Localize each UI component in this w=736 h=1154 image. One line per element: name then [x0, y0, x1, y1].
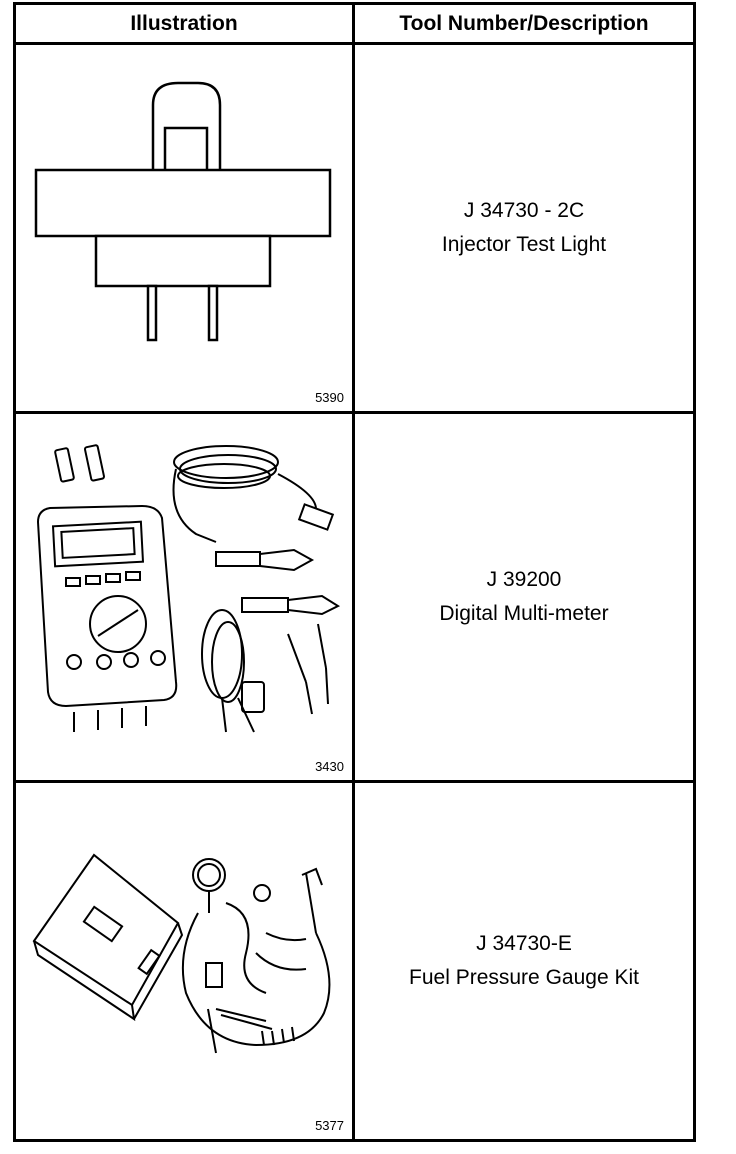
- figure-number: 3430: [315, 759, 344, 774]
- tool-number: J 34730 - 2C: [463, 199, 585, 222]
- table-row: 5390 J 34730 - 2C Injector Test Light: [16, 45, 693, 414]
- table-row: 5377 J 34730-E Fuel Pressure Gauge Kit: [16, 783, 693, 1139]
- tool-description-cell: J 39200 Digital Multi-meter: [355, 414, 693, 780]
- fuel-pressure-gauge-kit-illustration: 5377: [16, 783, 352, 1139]
- tool-description-cell: J 34730-E Fuel Pressure Gauge Kit: [355, 783, 693, 1139]
- tool-number: J 34730-E: [476, 932, 572, 955]
- figure-number: 5390: [315, 390, 344, 405]
- tool-number: J 39200: [486, 568, 562, 591]
- figure-number: 5377: [315, 1118, 344, 1133]
- column-divider: [352, 5, 355, 1139]
- table-row: 3430 J 39200 Digital Multi-meter: [16, 414, 693, 783]
- tool-table: Illustration Tool Number/Description 539…: [13, 2, 696, 1142]
- digital-multimeter-illustration: 3430: [16, 414, 352, 780]
- tool-description: Digital Multi-meter: [439, 602, 609, 625]
- illustration-header: Illustration: [130, 11, 238, 35]
- tool-header: Tool Number/Description: [399, 11, 649, 35]
- injector-test-light-illustration: 5390: [16, 45, 352, 411]
- tool-description: Injector Test Light: [441, 233, 607, 256]
- tool-description-cell: J 34730 - 2C Injector Test Light: [355, 45, 693, 411]
- tool-description: Fuel Pressure Gauge Kit: [409, 966, 639, 989]
- table-header: Illustration Tool Number/Description: [16, 5, 693, 45]
